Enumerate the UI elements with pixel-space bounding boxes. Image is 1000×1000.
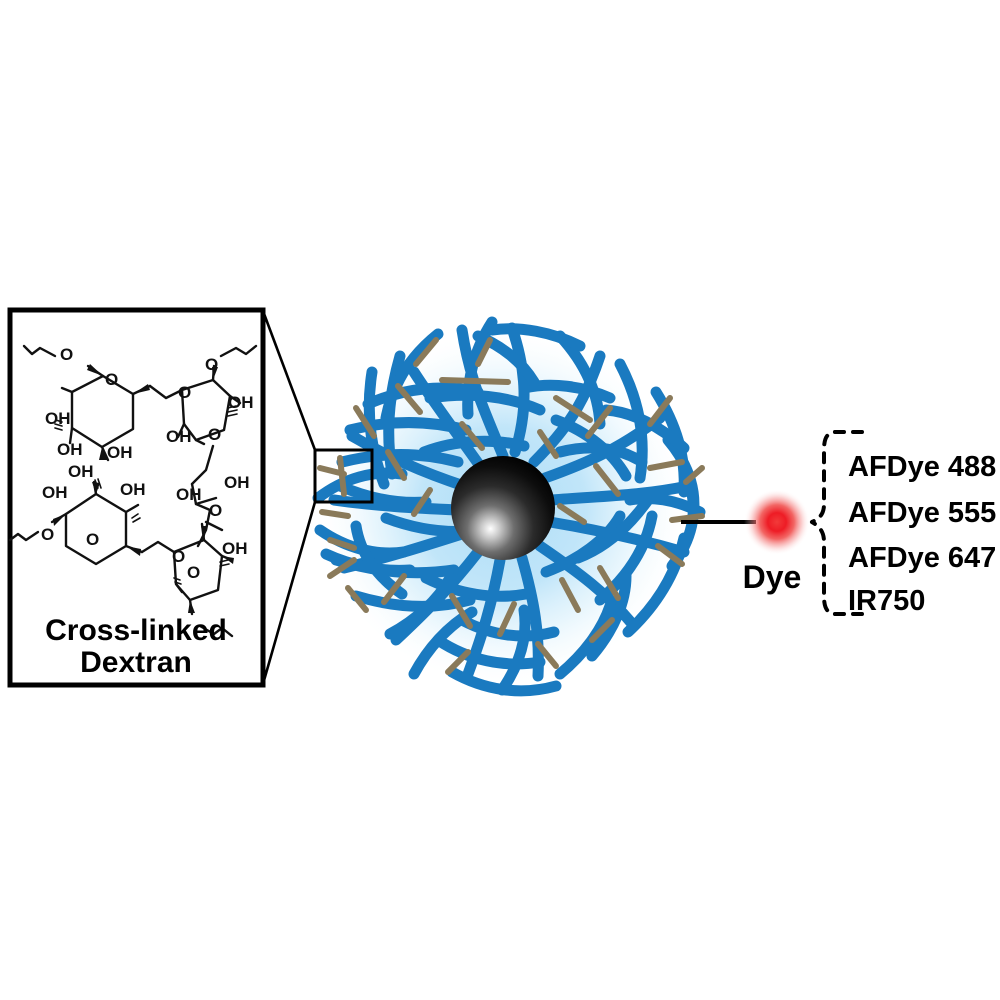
zoom-region-square — [313, 448, 374, 504]
dye-label: Dye — [743, 559, 802, 595]
dextran-polymer-chains — [312, 316, 706, 697]
chemical-structure-dextran — [8, 344, 258, 638]
dye-option-1: AFDye 555 — [848, 497, 996, 529]
atom-label-o-15: O — [86, 530, 99, 549]
atom-label-o-9: O — [208, 425, 221, 444]
inset-caption-line2: Dextran — [80, 646, 192, 679]
atom-label-oh-3: OH — [57, 440, 83, 459]
atom-label-o-5: O — [205, 355, 218, 374]
atom-label-oh-2: OH — [45, 409, 71, 428]
dye-option-2: AFDye 647 — [848, 542, 996, 574]
atom-label-oh-8: OH — [166, 427, 192, 446]
dye-option-0: AFDye 488 — [848, 451, 996, 483]
atom-label-oh-10: OH — [224, 473, 250, 492]
dye-option-3: IR750 — [848, 585, 925, 617]
atom-label-o-1: O — [105, 370, 118, 389]
atom-label-o-18: O — [172, 547, 185, 566]
atom-label-oh-16: OH — [176, 485, 202, 504]
inset-caption-line1: Cross-linked — [45, 614, 227, 647]
atom-label-o-0: O — [60, 345, 73, 364]
atom-label-oh-7: OH — [228, 393, 254, 412]
inset-panel-border — [7, 307, 266, 688]
dye-sphere — [744, 489, 810, 555]
atom-label-oh-13: OH — [42, 483, 68, 502]
atom-label-o-6: O — [178, 383, 191, 402]
atom-label-oh-11: OH — [68, 462, 94, 481]
atom-label-o-14: O — [41, 525, 54, 544]
inset-leader-lines — [261, 310, 317, 685]
atom-label-o-20: O — [187, 563, 200, 582]
atom-label-oh-4: OH — [107, 443, 133, 462]
dextran-crosslinks — [317, 337, 705, 675]
atom-label-o-17: O — [209, 501, 222, 520]
nanoparticle-core — [451, 456, 555, 560]
atom-label-oh-19: OH — [222, 539, 248, 558]
atom-label-oh-12: OH — [120, 480, 146, 499]
